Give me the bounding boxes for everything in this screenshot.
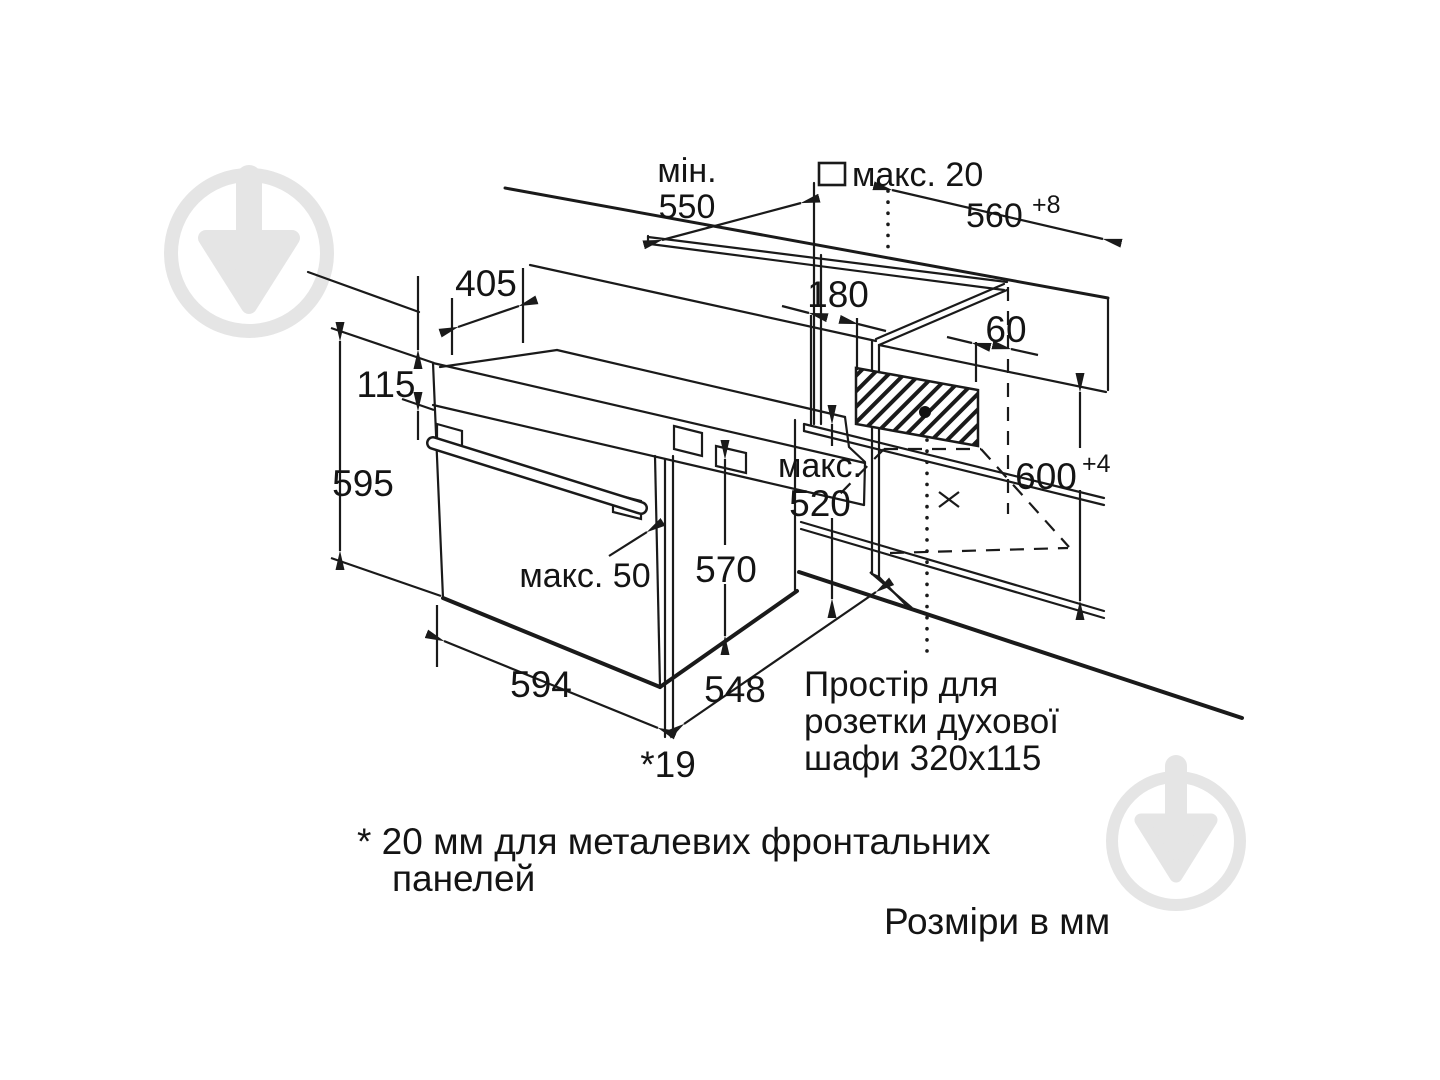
socket-note-line1: Простір для	[804, 665, 998, 704]
rozetka-watermark-icon	[164, 165, 334, 338]
footnote-line1: * 20 мм для металевих фронтальних	[357, 821, 991, 862]
dim-600-label: 600	[1015, 456, 1077, 497]
dim-570-label: 570	[695, 549, 757, 590]
dim-19-label: *19	[640, 744, 696, 785]
dim-560-label: 560	[966, 197, 1023, 235]
dim-min-550-prefix-label: мін.	[657, 152, 716, 190]
dim-600-tolerance-label: +4	[1082, 450, 1111, 478]
dim-180-label: 180	[807, 274, 869, 315]
rozetka-watermark-icon	[1106, 755, 1246, 911]
dim-60-label: 60	[985, 309, 1026, 350]
footnote-line2: панелей	[392, 858, 535, 899]
socket-space-hatch	[854, 366, 980, 448]
dim-max-20-label: макс. 20	[852, 156, 983, 194]
dimension-lines	[330, 181, 1123, 740]
square-symbol-icon	[817, 161, 847, 187]
oven-vent-slot	[672, 424, 748, 475]
dim-548-label: 548	[704, 669, 766, 710]
socket-note-line3: шафи 320x115	[804, 739, 1041, 778]
socket-dot	[919, 406, 931, 418]
dim-560-tolerance-label: +8	[1032, 191, 1061, 219]
dim-595-label: 595	[332, 463, 394, 504]
dim-min-550-value-label: 550	[659, 188, 716, 226]
oven-outline	[431, 348, 867, 739]
niche-dashed-outline	[836, 287, 1070, 555]
dim-max-520-value-label: 520	[789, 483, 851, 524]
socket-note-line2: розетки духової	[804, 702, 1059, 741]
dim-max-520-prefix-label: макс.	[778, 447, 862, 485]
dim-max-50-label: макс. 50	[519, 557, 650, 595]
units-note: Розміри в мм	[884, 901, 1110, 942]
dim-115-label: 115	[357, 364, 416, 405]
dim-594-label: 594	[510, 664, 572, 705]
dim-405-label: 405	[455, 263, 517, 304]
oven-handle	[426, 422, 648, 521]
niche-cross-mark	[938, 491, 960, 508]
